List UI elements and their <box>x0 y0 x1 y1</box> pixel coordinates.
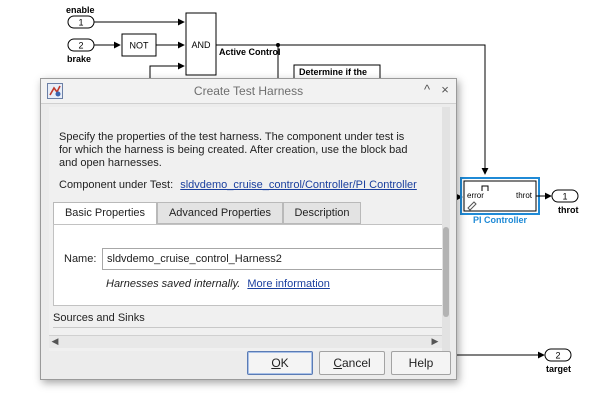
active-control-to-pi-line[interactable] <box>278 44 489 175</box>
scroll-left-icon[interactable]: ◀ <box>51 336 59 346</box>
target-port-number: 2 <box>555 351 560 361</box>
pi-controller-name: PI Controller <box>473 215 528 225</box>
brake-port-number: 2 <box>78 41 83 51</box>
cancel-button[interactable]: Cancel <box>319 351 385 375</box>
and-block-label: AND <box>191 40 211 50</box>
tab-description[interactable]: Description <box>283 202 361 224</box>
enable-port-number: 1 <box>78 18 83 28</box>
pi-output-label: throt <box>516 191 533 200</box>
basic-properties-panel: Name: sldvdemo_cruise_control_Harness2 H… <box>53 224 442 306</box>
harness-name-input[interactable]: sldvdemo_cruise_control_Harness2 <box>102 248 442 270</box>
component-under-test-row: Component under Test: sldvdemo_cruise_co… <box>59 179 417 191</box>
collapse-icon[interactable]: ^ <box>423 82 431 97</box>
name-label: Name: <box>64 253 97 265</box>
and-third-input-line[interactable] <box>149 62 185 78</box>
matlab-app-icon <box>47 83 63 99</box>
scroll-right-icon[interactable]: ▶ <box>431 336 439 346</box>
description-line: Specify the properties of the test harne… <box>59 131 405 143</box>
vertical-scroll-thumb[interactable] <box>443 227 449 317</box>
brake-label: brake <box>67 54 91 64</box>
target-label: target <box>546 364 571 374</box>
vertical-scrollbar[interactable] <box>442 107 450 351</box>
throt-outport[interactable] <box>551 189 579 203</box>
throt-label: throt <box>558 205 579 215</box>
saved-info-row: Harnesses saved internally. More informa… <box>106 278 330 290</box>
ok-mnemonic: O <box>271 356 281 370</box>
throt-port-number: 1 <box>562 192 567 202</box>
saved-internally-text: Harnesses saved internally. <box>106 278 241 290</box>
dialog-titlebar[interactable]: Create Test Harness ^ × <box>41 79 456 104</box>
close-icon[interactable]: × <box>441 82 449 97</box>
description-text: Specify the properties of the test harne… <box>59 131 442 170</box>
active-control-label: Active Control <box>219 47 281 57</box>
dialog-title: Create Test Harness <box>193 84 304 98</box>
enable-port-icon <box>481 185 489 191</box>
description-line: for which the harness is being created. … <box>59 144 408 156</box>
tab-advanced-properties[interactable]: Advanced Properties <box>157 202 283 224</box>
cancel-label: ancel <box>341 356 371 370</box>
ok-button[interactable]: OK <box>247 351 313 375</box>
ok-label: K <box>280 356 289 370</box>
component-under-test-label: Component under Test: <box>59 179 174 191</box>
horizontal-scrollbar[interactable]: ◀ ▶ <box>49 335 442 348</box>
create-test-harness-dialog: Create Test Harness ^ × Specify the prop… <box>40 78 457 380</box>
determine-label: Determine if the <box>299 67 367 77</box>
component-under-test-link[interactable]: sldvdemo_cruise_control/Controller/PI Co… <box>180 179 417 191</box>
description-line: and open harnesses. <box>59 157 162 169</box>
pi-input-label: error <box>467 191 484 200</box>
enable-label: enable <box>66 5 95 15</box>
dialog-body: Specify the properties of the test harne… <box>49 107 442 351</box>
help-button[interactable]: Help <box>391 351 451 375</box>
section-divider <box>53 327 442 328</box>
sources-and-sinks-label[interactable]: Sources and Sinks <box>53 312 145 324</box>
not-block-label: NOT <box>130 41 150 51</box>
and-block[interactable] <box>185 12 217 76</box>
tab-basic-properties[interactable]: Basic Properties <box>53 202 157 226</box>
harness-badge-icon[interactable] <box>467 201 477 211</box>
more-information-link[interactable]: More information <box>247 278 330 290</box>
cancel-mnemonic: C <box>333 356 342 370</box>
target-outport[interactable] <box>544 348 572 362</box>
